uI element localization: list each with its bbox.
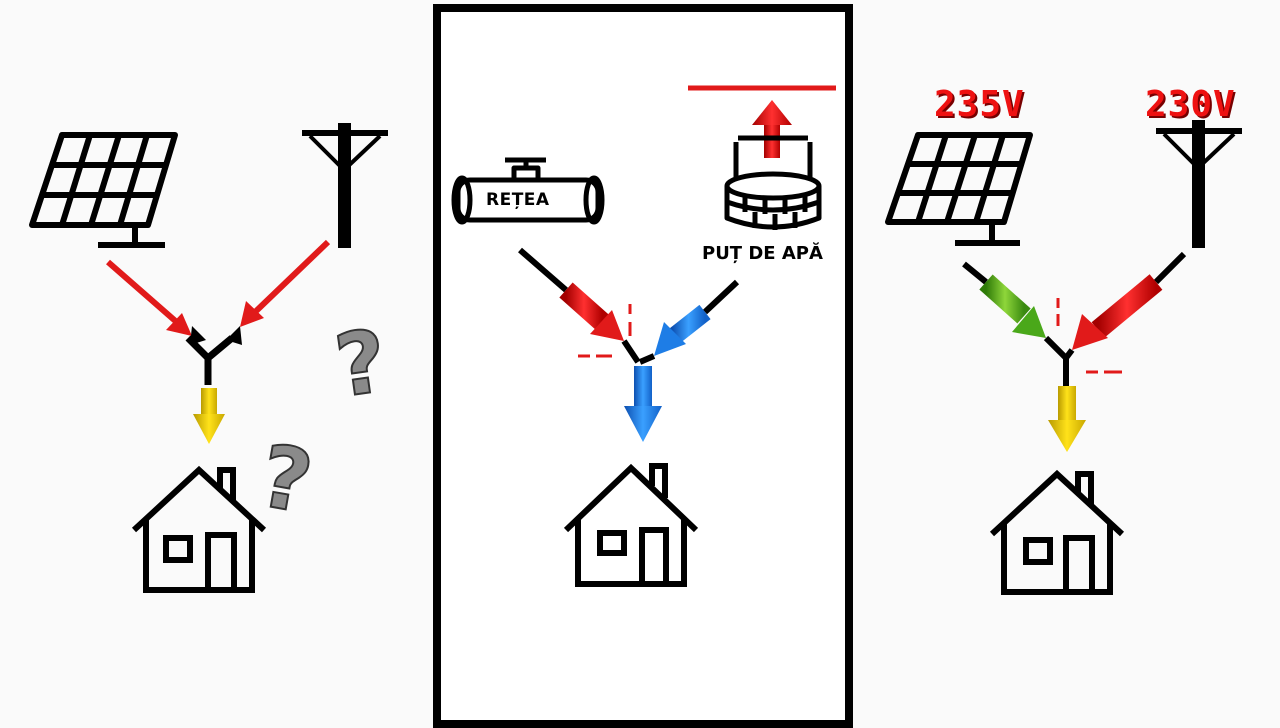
grid-to-junction-arrow: [240, 239, 331, 327]
question-mark-icon: ?: [253, 426, 319, 533]
pressure-marks: [1056, 298, 1122, 374]
house-icon: [563, 463, 699, 587]
power-pole-icon: [1156, 120, 1242, 248]
water-well-icon: [724, 135, 822, 230]
solar-to-junction-arrow: [106, 259, 192, 336]
solar-to-junction-arrow: [962, 261, 1069, 361]
junction-to-house-arrow: [193, 388, 225, 444]
pipe-label: REȚEA: [486, 190, 550, 210]
solar-panel-icon: [29, 132, 178, 248]
junction-to-house-arrow: [624, 366, 662, 442]
solar-voltage-label: 235V: [934, 84, 1025, 125]
well-label: PUȚ DE APĂ: [702, 243, 823, 264]
pipe-valve-icon: [451, 157, 605, 225]
house-icon: [989, 469, 1125, 595]
power-pole-icon: [302, 123, 388, 248]
question-mark-icon: ?: [329, 311, 392, 417]
house-icon: [131, 465, 267, 593]
pressure-marks: [578, 304, 632, 358]
grid-to-junction-arrow: [1063, 251, 1187, 360]
well-to-junction-line: [638, 279, 740, 365]
junction-icon: [185, 335, 235, 385]
well-pressure-arrow: [752, 100, 792, 158]
pipe-to-junction-line: [518, 247, 641, 364]
solar-panel-icon: [885, 132, 1033, 246]
junction-to-house-arrow: [1048, 386, 1086, 452]
grid-voltage-label: 230V: [1145, 84, 1236, 125]
